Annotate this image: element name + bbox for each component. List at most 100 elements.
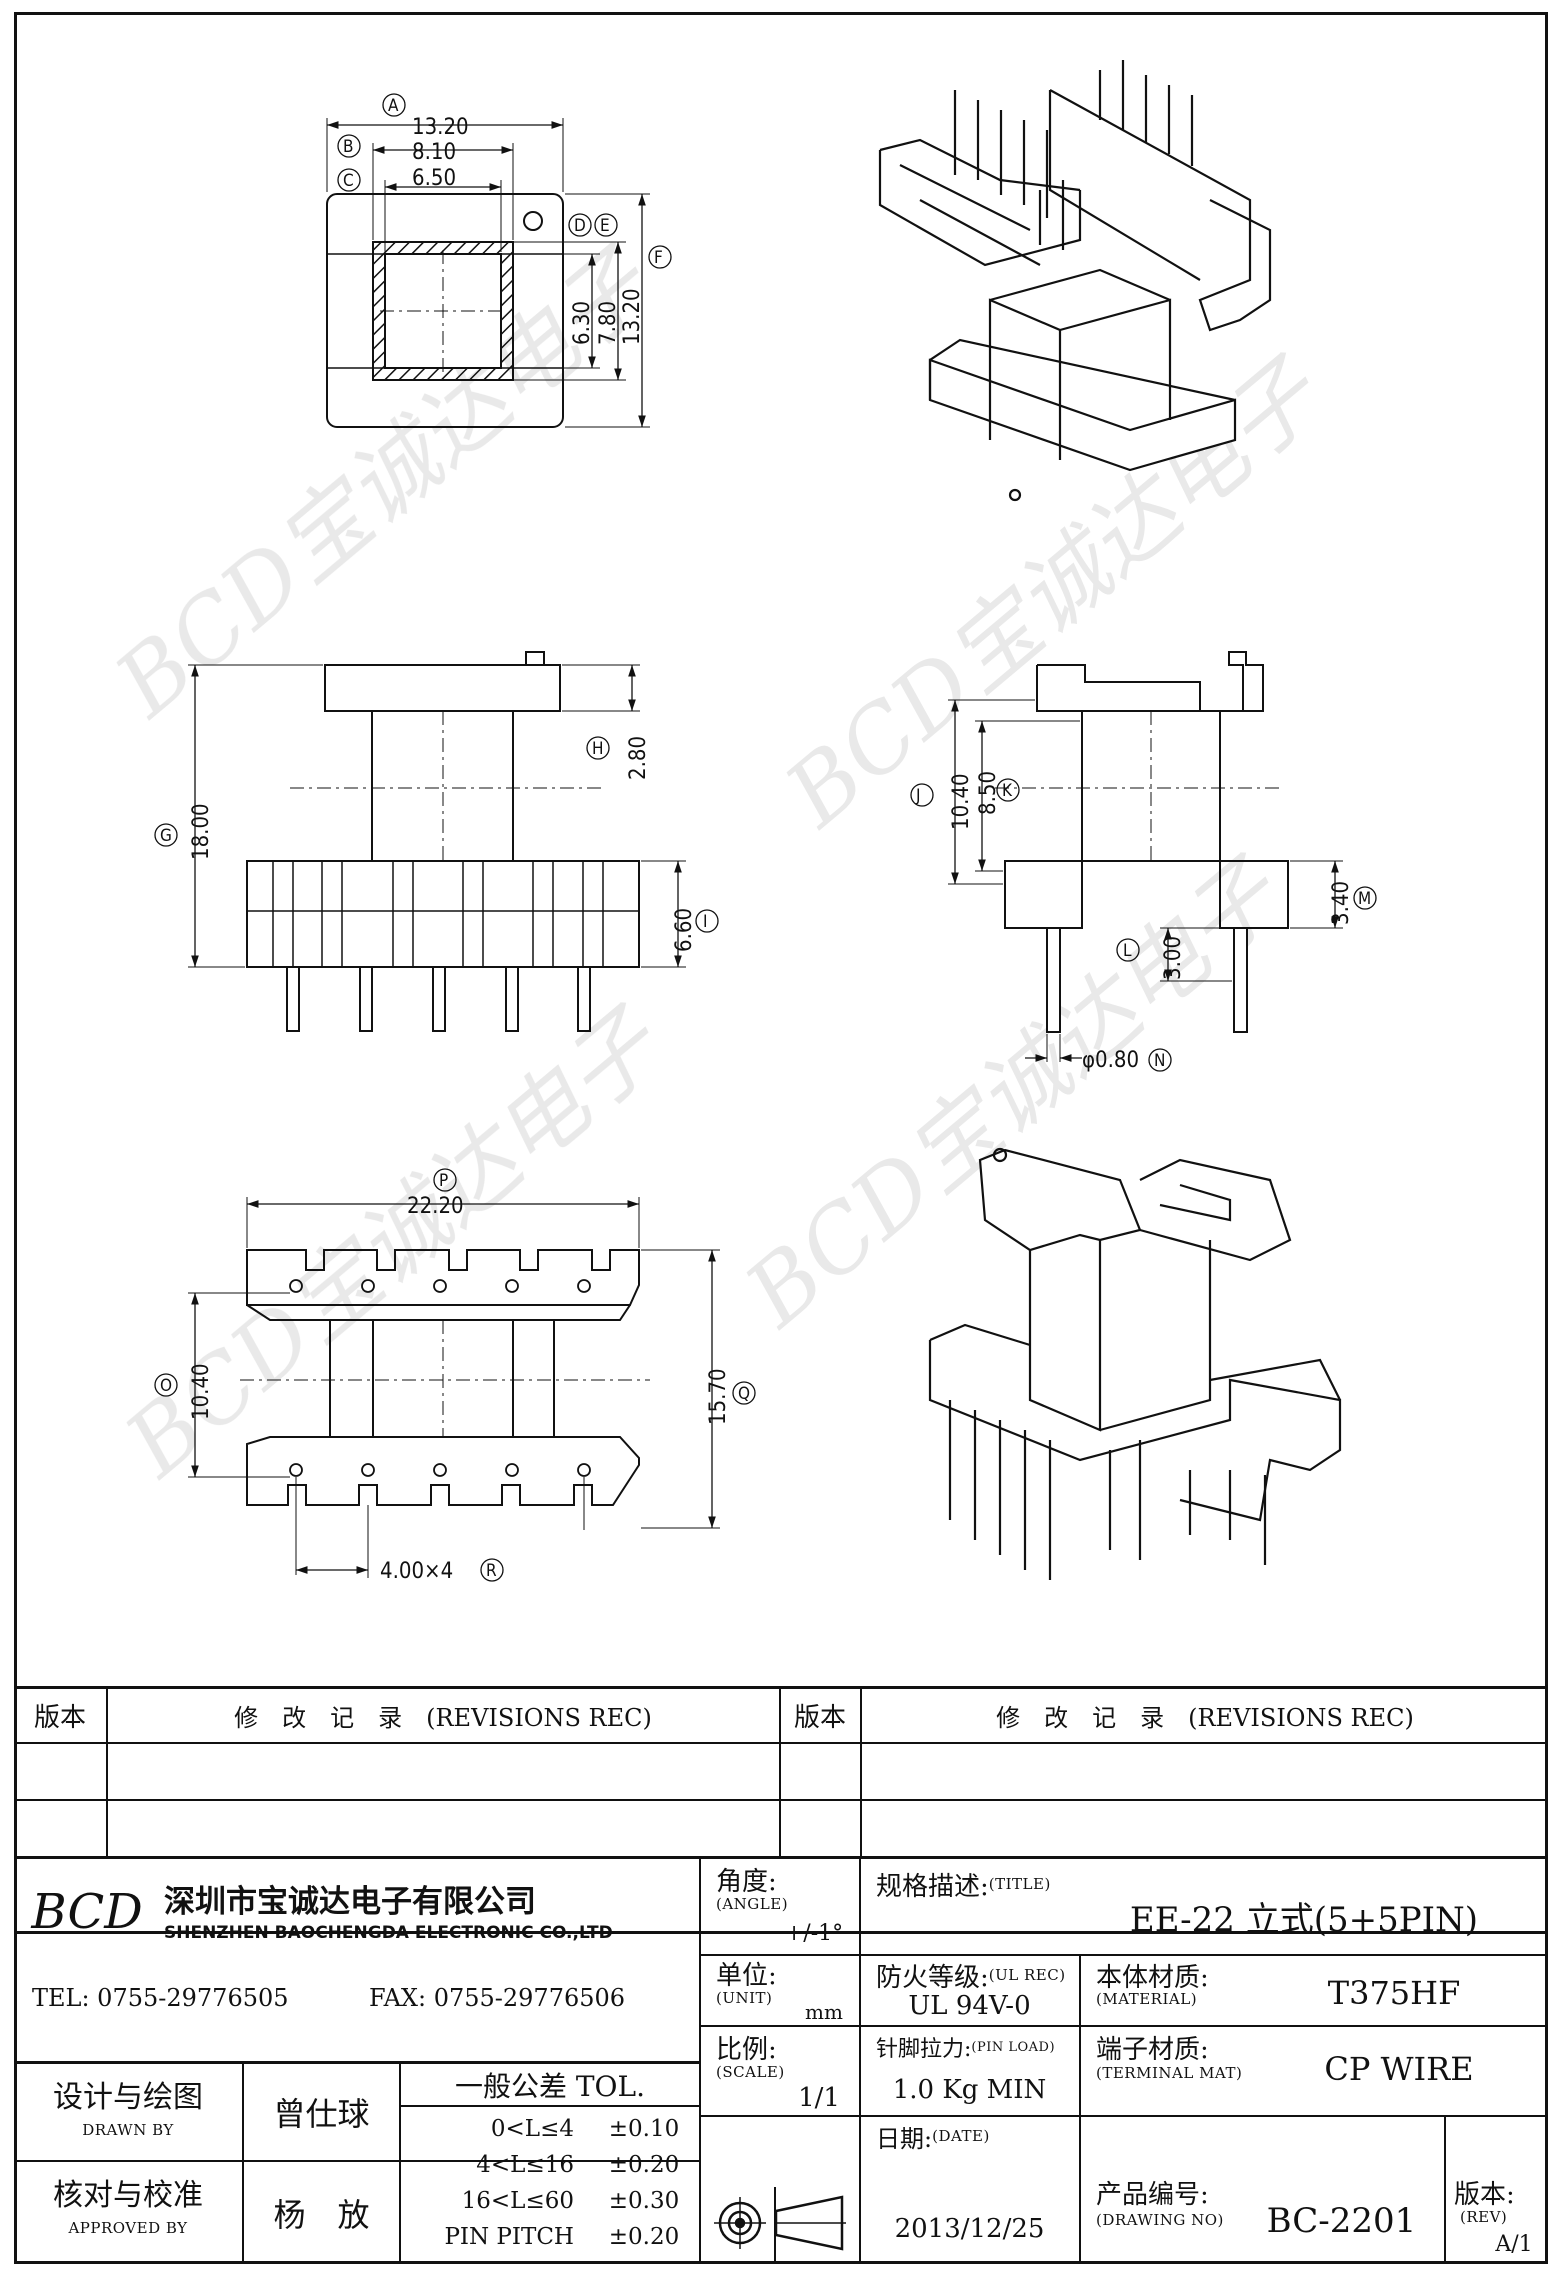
ul-label: 防火等级: (UL REC): [862, 1960, 1077, 1993]
label-H: H: [592, 739, 604, 759]
pinload-label-en: (PIN LOAD): [971, 2039, 1056, 2055]
dim-G: 18.00: [189, 803, 214, 860]
drawing-frame: [14, 12, 1548, 2264]
watermark: BCD宝诚达电子 BCD宝诚达电子 BCD宝诚达电子 BCD宝诚达电子: [95, 229, 1343, 1498]
label-K: K: [1002, 781, 1013, 801]
iso-view-bottom: [928, 1147, 1342, 1580]
dim-M: 3.40: [1329, 881, 1354, 925]
label-C: C: [343, 171, 354, 191]
pinload-value: 1.0 Kg MIN: [892, 2075, 1047, 2105]
tol-title: 一般公差 TOL.: [454, 2069, 646, 2103]
label-P: P: [439, 1171, 448, 1191]
company-fax: FAX: 0755-29776506: [369, 1984, 626, 2012]
unit-label: 单位:: [716, 1960, 777, 1991]
approved-label: 核对与校准: [53, 2178, 203, 2213]
label-Q: Q: [738, 1384, 750, 1404]
rev-col-header: 修 改 记 录 (REVISIONS REC): [234, 1703, 652, 1732]
label-B: B: [343, 137, 354, 157]
date-label: 日期: (DATE): [862, 2120, 1072, 2153]
rev-col-header: 修 改 记 录 (REVISIONS REC): [996, 1703, 1414, 1732]
rev-value: A/1: [1495, 2231, 1533, 2257]
dim-A: 13.20: [412, 115, 469, 140]
label-F: F: [654, 248, 663, 268]
label-G: G: [160, 826, 172, 846]
angle-label: 角度:: [716, 1866, 777, 1897]
tol-value: ±0.30: [608, 2188, 680, 2214]
material-en: (MATERIAL): [1096, 1990, 1198, 2008]
angle-en: (ANGLE): [716, 1895, 789, 1913]
tol-range: 16<L≤60: [461, 2188, 574, 2214]
title-label: 规格描述: (TITLE): [862, 1864, 1162, 1904]
label-O: O: [160, 1376, 172, 1396]
drawn-value: 曾仕球: [273, 2095, 370, 2133]
tol-range: 0<L≤4: [490, 2116, 574, 2142]
title-label-text: 规格描述:: [876, 1871, 989, 1902]
tol-range: PIN PITCH: [444, 2224, 574, 2250]
drawn-label: 设计与绘图: [53, 2080, 203, 2115]
dim-v1: 6.30: [570, 301, 595, 345]
label-D: D: [574, 216, 586, 236]
pinload-label-text: 针脚拉力:: [876, 2037, 972, 2062]
side-view: 10.40 8.50 3.40 3.00 φ0.80 J K L M N: [910, 651, 1377, 1073]
company-tel: TEL: 0755-29776505: [32, 1984, 289, 2012]
label-I: I: [703, 912, 708, 932]
tol-value: ±0.20: [608, 2152, 680, 2178]
label-M: M: [1358, 889, 1371, 909]
approved-en: APPROVED BY: [68, 2219, 188, 2237]
dim-v2: 7.80: [596, 301, 621, 345]
approved-value: 杨 放: [273, 2196, 370, 2234]
terminal-label: 端子材质:: [1096, 2034, 1209, 2065]
material-value: T375HF: [1327, 1974, 1461, 2012]
drawing-value: BC-2201: [1266, 2201, 1417, 2241]
rev-col-header: 版本: [33, 1702, 86, 1733]
pinload-label: 针脚拉力: (PIN LOAD): [862, 2032, 1077, 2062]
title-value: EE-22 立式(5+5PIN): [1129, 1899, 1479, 1940]
drawing-en: (DRAWING NO): [1096, 2211, 1224, 2229]
ul-label-text: 防火等级:: [876, 1962, 989, 1993]
unit-value: mm: [805, 2000, 843, 2024]
dim-I: 6.60: [672, 908, 697, 952]
title-block: 版本 修 改 记 录 (REVISIONS REC) 版本 修 改 记 录 (R…: [14, 1686, 1548, 2264]
date-value: 2013/12/25: [894, 2214, 1045, 2244]
dim-J: 10.40: [949, 773, 974, 830]
projection-symbol-icon: [714, 2195, 846, 2251]
label-J: J: [915, 786, 921, 806]
iso-view-top: [878, 60, 1272, 502]
material-label: 本体材质:: [1096, 1962, 1209, 1993]
tol-range: 4<L≤16: [476, 2152, 574, 2178]
dim-C: 6.50: [412, 166, 456, 191]
drawing-label: 产品编号:: [1096, 2179, 1209, 2210]
date-label-text: 日期:: [876, 2124, 933, 2153]
scale-value: 1/1: [798, 2083, 840, 2113]
terminal-value: CP WIRE: [1324, 2050, 1474, 2088]
label-L: L: [1123, 941, 1132, 961]
rev-col-header: 版本: [793, 1702, 846, 1733]
label-E: E: [600, 216, 610, 236]
dim-P: 22.20: [407, 1194, 464, 1219]
ul-value: UL 94V-0: [908, 1991, 1031, 2021]
label-A: A: [388, 96, 399, 116]
rev-label: 版本:: [1454, 2179, 1515, 2210]
label-N: N: [1154, 1051, 1165, 1071]
dim-N: φ0.80: [1082, 1048, 1139, 1073]
dim-L: 3.00: [1161, 936, 1186, 980]
company-name-cn: 深圳市宝诚达电子有限公司: [164, 1883, 536, 1920]
terminal-en: (TERMINAL MAT): [1096, 2064, 1243, 2082]
dim-Q: 15.70: [706, 1368, 731, 1425]
date-label-en: (DATE): [932, 2127, 990, 2145]
scale-en: (SCALE): [716, 2063, 785, 2081]
dim-H: 2.80: [626, 736, 651, 780]
watermark-text: BCD宝诚达电子: [105, 989, 683, 1498]
company-name-en: SHENZHEN BAOCHENGDA ELECTRONIC CO.,LTD: [164, 1923, 613, 1943]
dim-R: 4.00×4: [380, 1559, 453, 1584]
tol-value: ±0.20: [608, 2224, 680, 2250]
tol-value: ±0.10: [608, 2116, 680, 2142]
drawn-en: DRAWN BY: [82, 2121, 174, 2139]
dim-O: 10.40: [189, 1363, 214, 1420]
ul-label-en: (UL REC): [988, 1966, 1066, 1984]
company-logo: BCD: [31, 1884, 143, 1940]
watermark-text: BCD宝诚达电子: [725, 839, 1303, 1348]
angle-value: +/-1°: [784, 1920, 844, 1946]
dim-F: 13.20: [620, 288, 645, 345]
title-label-en: (TITLE): [988, 1875, 1051, 1893]
